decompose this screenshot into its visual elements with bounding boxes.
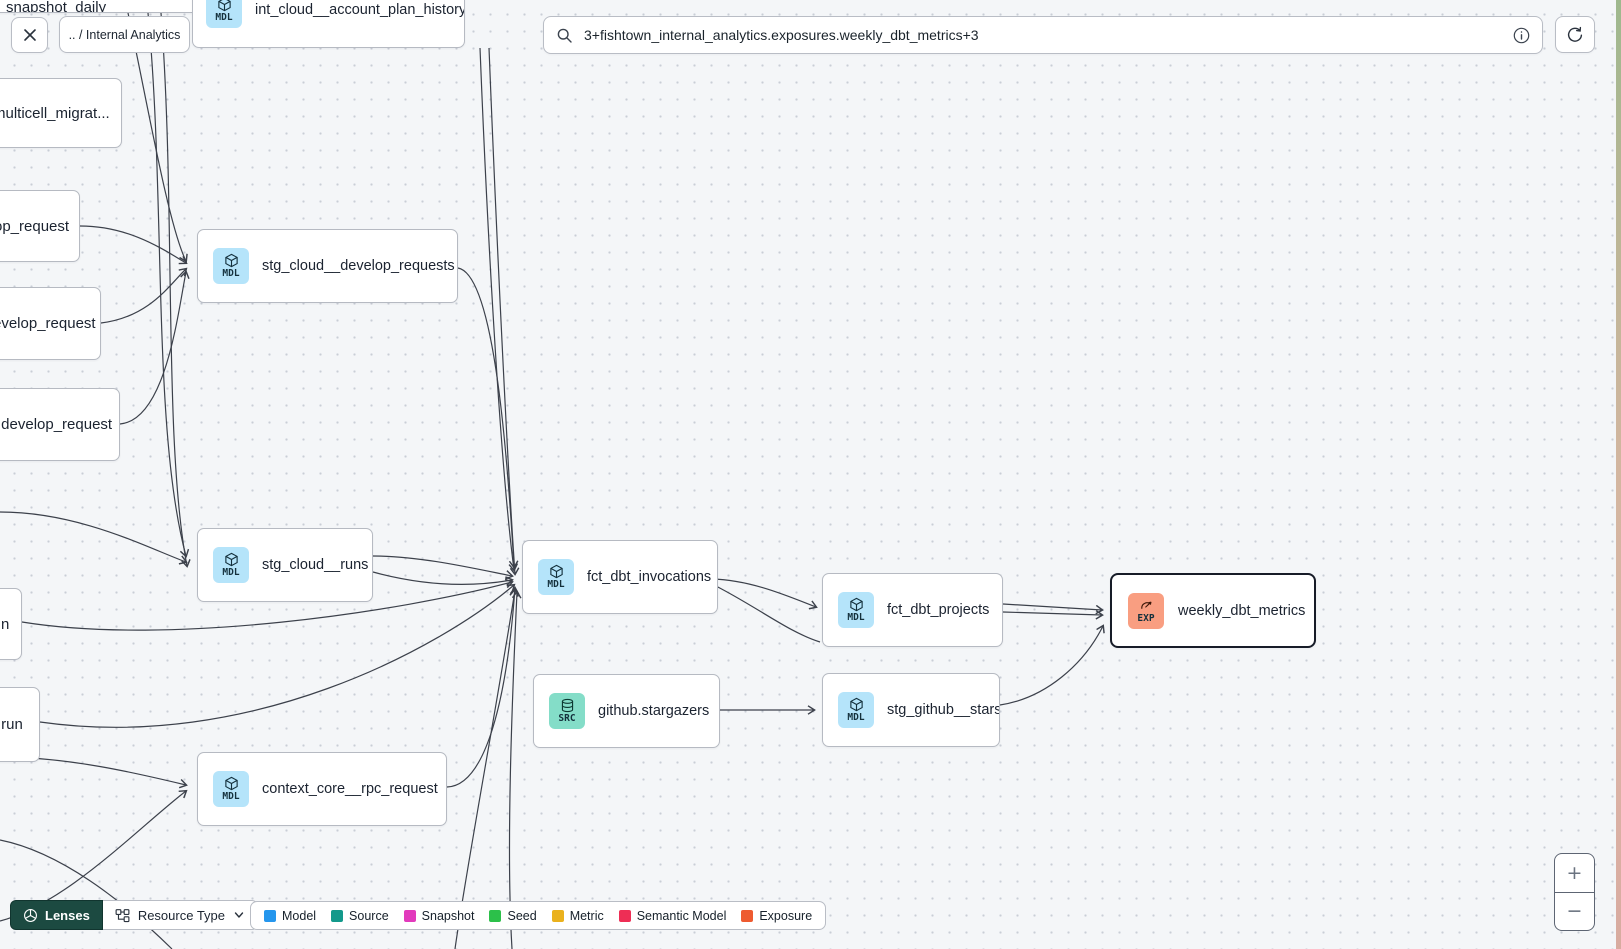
node-run-partial[interactable]: .run <box>0 687 40 762</box>
resource-type-dropdown[interactable]: Resource Type <box>102 900 259 930</box>
node-github-stargazers[interactable]: SRC github.stargazers <box>533 674 720 748</box>
node-op-request[interactable]: op_request <box>0 190 80 262</box>
refresh-icon <box>1567 26 1583 42</box>
model-swatch <box>264 909 276 922</box>
node-label: .run <box>0 716 23 733</box>
node-n-partial[interactable]: n <box>0 588 22 660</box>
breadcrumb[interactable]: .. / Internal Analytics <box>59 16 190 53</box>
model-badge: MDL <box>838 692 874 728</box>
legend-item-exposure: Exposure <box>741 909 812 923</box>
node-label: evelop_request <box>0 315 96 332</box>
legend-item-semantic-model: Semantic Model <box>618 909 726 923</box>
metric-swatch <box>551 909 564 922</box>
search-icon <box>557 28 572 43</box>
legend-item-model: Model <box>264 909 316 923</box>
node-evelop-request[interactable]: evelop_request <box>0 287 101 360</box>
node-label: n <box>1 615 10 633</box>
node-label: context_core__rpc_request <box>262 781 438 797</box>
node-develop-request[interactable]: .develop_request <box>0 388 120 461</box>
node-fct-dbt-projects[interactable]: MDL fct_dbt_projects <box>822 573 1003 647</box>
node-stg-github-stars[interactable]: MDL stg_github__stars <box>822 673 1000 747</box>
cube-icon <box>224 552 238 567</box>
lens-icon <box>24 908 37 922</box>
cube-icon <box>849 597 863 612</box>
refresh-button[interactable] <box>1555 16 1595 53</box>
cube-icon <box>224 776 238 791</box>
model-badge: MDL <box>838 592 874 628</box>
lenses-label: Lenses <box>45 907 90 923</box>
node-label: stg_cloud__runs <box>262 557 369 573</box>
exposure-badge: EXP <box>1128 592 1164 629</box>
snapshot-swatch <box>403 909 416 922</box>
close-icon <box>23 29 36 41</box>
node-label: weekly_dbt_metrics <box>1178 602 1306 619</box>
node-label: .develop_request <box>0 416 113 433</box>
info-icon[interactable] <box>1513 27 1530 44</box>
resource-type-label: Resource Type <box>137 907 226 923</box>
node-context-core-rpc-request[interactable]: MDL context_core__rpc_request <box>197 752 447 826</box>
zoom-in-button[interactable]: + <box>1555 854 1594 892</box>
search-bar[interactable] <box>543 16 1543 54</box>
node-int-cloud-account-plan-history[interactable]: MDL int_cloud__account_plan_history <box>192 0 465 48</box>
plus-icon: + <box>1566 861 1583 884</box>
legend-item-metric: Metric <box>551 909 604 923</box>
close-button[interactable] <box>11 17 48 53</box>
cube-icon <box>217 0 231 12</box>
breadcrumb-label: .. / Internal Analytics <box>68 27 181 42</box>
node-label: op_request <box>0 217 70 235</box>
source-swatch <box>331 909 344 922</box>
node-label: fct_dbt_projects <box>887 602 990 618</box>
desktop-edge-strip <box>1616 0 1621 949</box>
node-fct-dbt-invocations[interactable]: MDL fct_dbt_invocations <box>522 540 718 614</box>
exposure-swatch <box>741 909 754 922</box>
node-multicell-migration[interactable]: multicell_migrat... <box>0 78 122 148</box>
zoom-out-button[interactable]: − <box>1555 891 1594 931</box>
database-icon <box>561 698 573 713</box>
model-badge: MDL <box>206 0 242 28</box>
node-stg-cloud-develop-requests[interactable]: MDL stg_cloud__develop_requests <box>197 229 458 303</box>
node-label: stg_github__stars <box>887 702 1000 718</box>
model-badge: MDL <box>213 771 249 807</box>
model-badge: MDL <box>538 559 574 595</box>
cube-icon <box>849 697 863 712</box>
lenses-button[interactable]: Lenses <box>10 900 103 930</box>
node-label: multicell_migrat... <box>0 104 110 122</box>
legend-item-seed: Seed <box>489 909 537 923</box>
legend-item-source: Source <box>331 909 389 923</box>
semantic-model-swatch <box>618 909 631 922</box>
node-label: stg_cloud__develop_requests <box>262 258 455 274</box>
node-label: int_cloud__account_plan_history <box>255 2 465 18</box>
seed-swatch <box>489 909 502 922</box>
node-label: snapshot_daily <box>6 0 107 13</box>
model-badge: MDL <box>213 547 249 583</box>
node-stg-cloud-runs[interactable]: MDL stg_cloud__runs <box>197 528 373 602</box>
hierarchy-icon <box>115 908 130 922</box>
source-badge: SRC <box>549 693 585 729</box>
minus-icon: − <box>1566 900 1583 923</box>
cube-icon <box>224 253 238 268</box>
resource-type-legend: Model Source Snapshot Seed Metric Semant… <box>250 901 827 930</box>
search-input[interactable] <box>582 26 1504 44</box>
chevron-down-icon <box>234 912 244 918</box>
cube-icon <box>549 564 563 579</box>
legend-item-snapshot: Snapshot <box>403 909 474 923</box>
lenses-toolbar: Lenses Resource Type <box>10 900 259 930</box>
zoom-controls: + − <box>1554 853 1595 931</box>
node-label: fct_dbt_invocations <box>587 569 712 585</box>
node-label: github.stargazers <box>598 703 710 719</box>
gauge-icon <box>1140 601 1151 609</box>
node-weekly-dbt-metrics[interactable]: EXP weekly_dbt_metrics <box>1110 573 1316 648</box>
model-badge: MDL <box>213 248 249 284</box>
